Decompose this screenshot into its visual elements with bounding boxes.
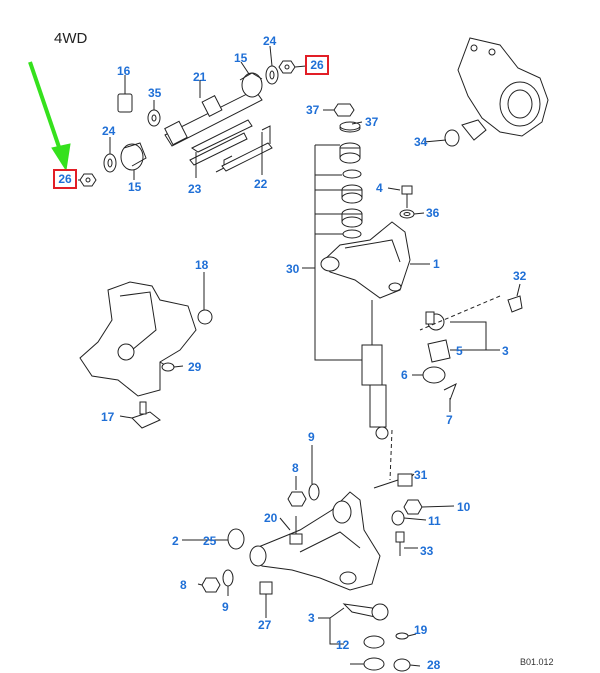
callout-29: 29 bbox=[188, 360, 202, 374]
callout-35: 35 bbox=[148, 86, 162, 100]
callout-15-upper: 15 bbox=[234, 51, 248, 65]
callout-19: 19 bbox=[414, 623, 428, 637]
callout-10: 10 bbox=[457, 500, 471, 514]
lower-control-arm-2 bbox=[201, 429, 423, 672]
callout-6: 6 bbox=[401, 368, 408, 382]
callout-24-lower: 24 bbox=[102, 124, 116, 138]
steering-knuckle-34 bbox=[444, 37, 549, 147]
callout-23: 23 bbox=[188, 182, 202, 196]
frame-section bbox=[79, 281, 213, 429]
callout-22: 22 bbox=[254, 177, 268, 191]
callout-1: 1 bbox=[433, 257, 440, 271]
callout-24-upper: 24 bbox=[263, 34, 277, 48]
callout-18: 18 bbox=[195, 258, 209, 272]
callout-9-upper: 9 bbox=[308, 430, 315, 444]
callout-12: 12 bbox=[336, 638, 350, 652]
callout-15-lower: 15 bbox=[128, 180, 142, 194]
callout-34: 34 bbox=[414, 135, 428, 149]
callout-3-lower: 3 bbox=[308, 611, 315, 625]
callout-8-lower: 8 bbox=[180, 578, 187, 592]
callout-37-upper: 37 bbox=[306, 103, 320, 117]
diagram-title: 4WD bbox=[54, 30, 88, 47]
callout-20: 20 bbox=[264, 511, 278, 525]
callout-2: 2 bbox=[172, 534, 179, 548]
diagram-code: B01.012 bbox=[520, 657, 554, 667]
callout-27: 27 bbox=[258, 618, 272, 632]
callout-31: 31 bbox=[414, 468, 428, 482]
leader-lines bbox=[78, 45, 521, 667]
right-small-parts bbox=[399, 185, 523, 401]
callout-9-lower: 9 bbox=[222, 600, 229, 614]
callout-5: 5 bbox=[456, 344, 463, 358]
callout-8-upper: 8 bbox=[292, 461, 299, 475]
callout-36: 36 bbox=[426, 206, 440, 220]
callout-3-right: 3 bbox=[502, 344, 509, 358]
callout-26-lower-highlighted: 26 bbox=[53, 169, 77, 189]
callout-32: 32 bbox=[513, 269, 527, 283]
callout-37-lower: 37 bbox=[365, 115, 379, 129]
callout-11: 11 bbox=[428, 514, 441, 528]
shock-absorber-30 bbox=[333, 103, 389, 440]
callout-30: 30 bbox=[286, 262, 300, 276]
callout-7: 7 bbox=[446, 413, 453, 427]
callout-16: 16 bbox=[117, 64, 131, 78]
callout-4: 4 bbox=[376, 181, 383, 195]
callout-28: 28 bbox=[427, 658, 441, 672]
callout-26-upper-highlighted: 26 bbox=[305, 55, 329, 75]
upper-arm-shaft-assembly bbox=[79, 60, 296, 187]
upper-control-arm-1 bbox=[320, 221, 411, 299]
callout-21: 21 bbox=[193, 70, 207, 84]
callout-25: 25 bbox=[203, 534, 217, 548]
callout-17: 17 bbox=[101, 410, 115, 424]
green-pointer-arrow bbox=[28, 61, 71, 172]
callout-33: 33 bbox=[420, 544, 434, 558]
